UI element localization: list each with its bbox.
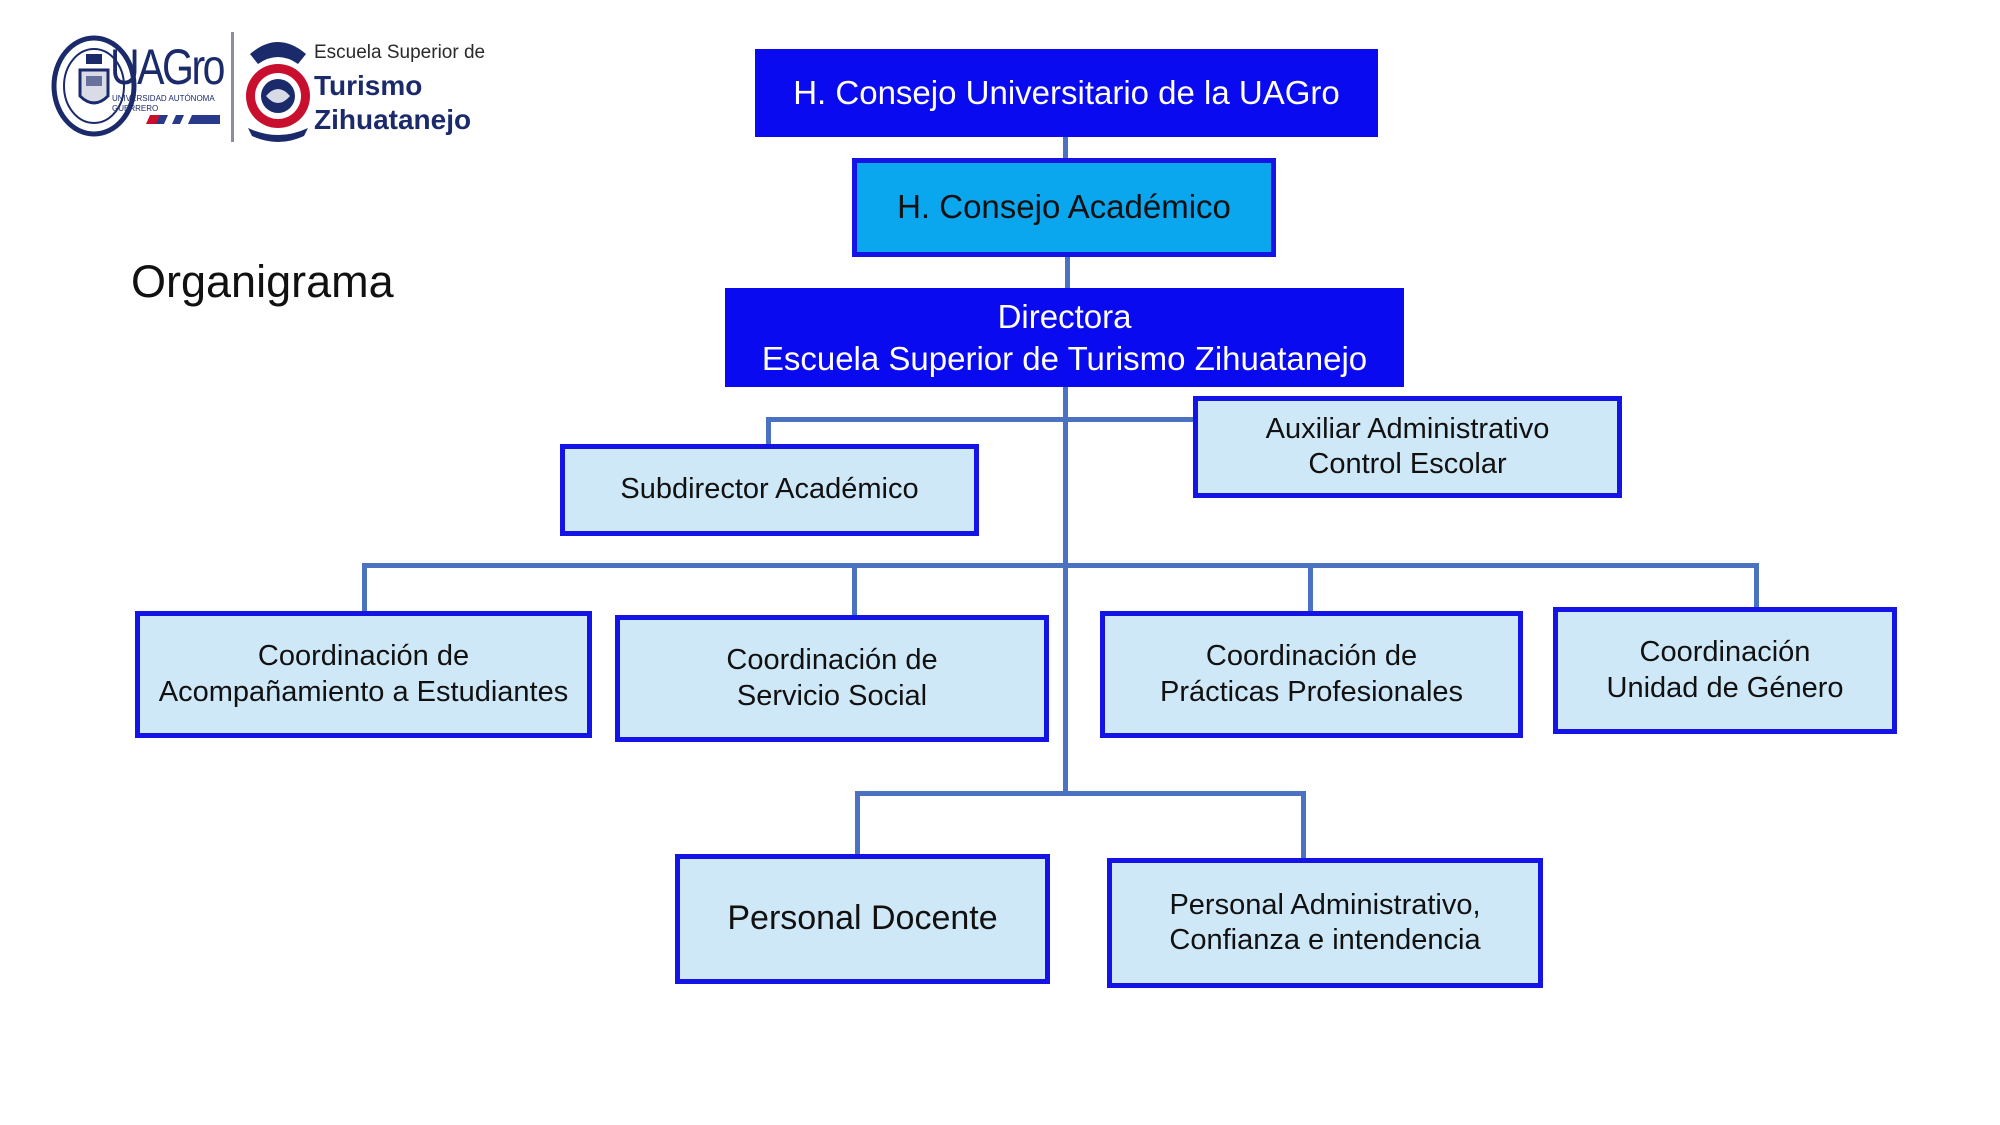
node-personal-admin-line2: Confianza e intendencia: [1169, 924, 1481, 956]
node-directora: Directora Escuela Superior de Turismo Zi…: [725, 288, 1404, 387]
connector-to-coord-servicio: [852, 563, 857, 615]
node-consejo-universitario-label: H. Consejo Universitario de la UAGro: [793, 73, 1340, 111]
node-consejo-universitario: H. Consejo Universitario de la UAGro: [755, 49, 1378, 137]
uagro-logo-text: UAGro: [110, 39, 225, 95]
node-coord-practicas-line2: Prácticas Profesionales: [1159, 675, 1464, 708]
node-consejo-academico-label: H. Consejo Académico: [897, 188, 1231, 226]
logo-divider: [231, 32, 234, 142]
connector-to-coord-genero: [1754, 563, 1759, 607]
node-directora-title: Directora: [997, 298, 1132, 336]
page-title: Organigrama: [131, 256, 394, 307]
school-logo-line2: Turismo: [314, 70, 423, 101]
node-coord-servicio-social: Coordinación de Servicio Social: [615, 615, 1049, 742]
node-personal-docente-label: Personal Docente: [727, 899, 998, 938]
school-logo-line1: Escuela Superior de: [314, 42, 486, 63]
connector-directora-trunk: [1063, 386, 1068, 794]
connector-to-coord-practicas: [1308, 563, 1313, 611]
uagro-logo-subtext: UNIVERSIDAD AUTÓNOMA GUERRERO: [112, 94, 215, 113]
school-crest-icon: [246, 42, 310, 142]
node-personal-admin-line1: Personal Administrativo,: [1169, 888, 1481, 921]
uagro-seal-icon: [51, 35, 220, 137]
connector-personal-bar: [855, 791, 1306, 796]
connector-academico-to-directora: [1065, 256, 1070, 290]
node-personal-administrativo: Personal Administrativo, Confianza e int…: [1107, 858, 1543, 988]
node-coord-servicio-line1: Coordinación de: [726, 644, 938, 677]
node-coord-genero-line1: Coordinación: [1639, 636, 1811, 669]
node-consejo-academico: H. Consejo Académico: [852, 158, 1276, 257]
uagro-logo: UAGro UNIVERSIDAD AUTÓNOMA GUERRERO: [50, 32, 225, 140]
connector-staff-bar: [766, 417, 1197, 422]
node-coord-genero-line2: Unidad de Género: [1606, 671, 1844, 704]
node-subdirector: Subdirector Académico: [560, 444, 979, 536]
node-auxiliar-line2: Control Escolar: [1308, 448, 1507, 480]
node-directora-school: Escuela Superior de Turismo Zihuatanejo: [761, 339, 1368, 377]
node-coord-acompanamiento-line1: Coordinación de: [257, 640, 470, 673]
connector-to-personal-admin: [1301, 791, 1306, 859]
connector-to-personal-docente: [855, 791, 860, 855]
node-coord-acompanamiento-line2: Acompañamiento a Estudiantes: [158, 675, 569, 708]
node-coord-servicio-line2: Servicio Social: [736, 679, 928, 712]
node-coord-genero: Coordinación Unidad de Género: [1553, 607, 1897, 734]
node-coord-practicas-line1: Coordinación de: [1205, 640, 1418, 673]
node-auxiliar-line1: Auxiliar Administrativo: [1265, 412, 1550, 445]
connector-to-coord-acompanamiento: [362, 563, 367, 611]
node-auxiliar-administrativo: Auxiliar Administrativo Control Escolar: [1193, 396, 1622, 498]
connector-consejo-to-academico: [1063, 136, 1068, 160]
node-coord-practicas: Coordinación de Prácticas Profesionales: [1100, 611, 1523, 738]
connector-to-subdirector: [766, 417, 771, 445]
school-logo-line3: Zihuatanejo: [314, 104, 472, 135]
connector-coordinations-bar: [362, 563, 1759, 568]
school-logo: Escuela Superior de Turismo Zihuatanejo: [238, 32, 485, 147]
node-subdirector-label: Subdirector Académico: [620, 473, 919, 506]
node-personal-docente: Personal Docente: [675, 854, 1050, 984]
node-coord-acompanamiento: Coordinación de Acompañamiento a Estudia…: [135, 611, 592, 738]
